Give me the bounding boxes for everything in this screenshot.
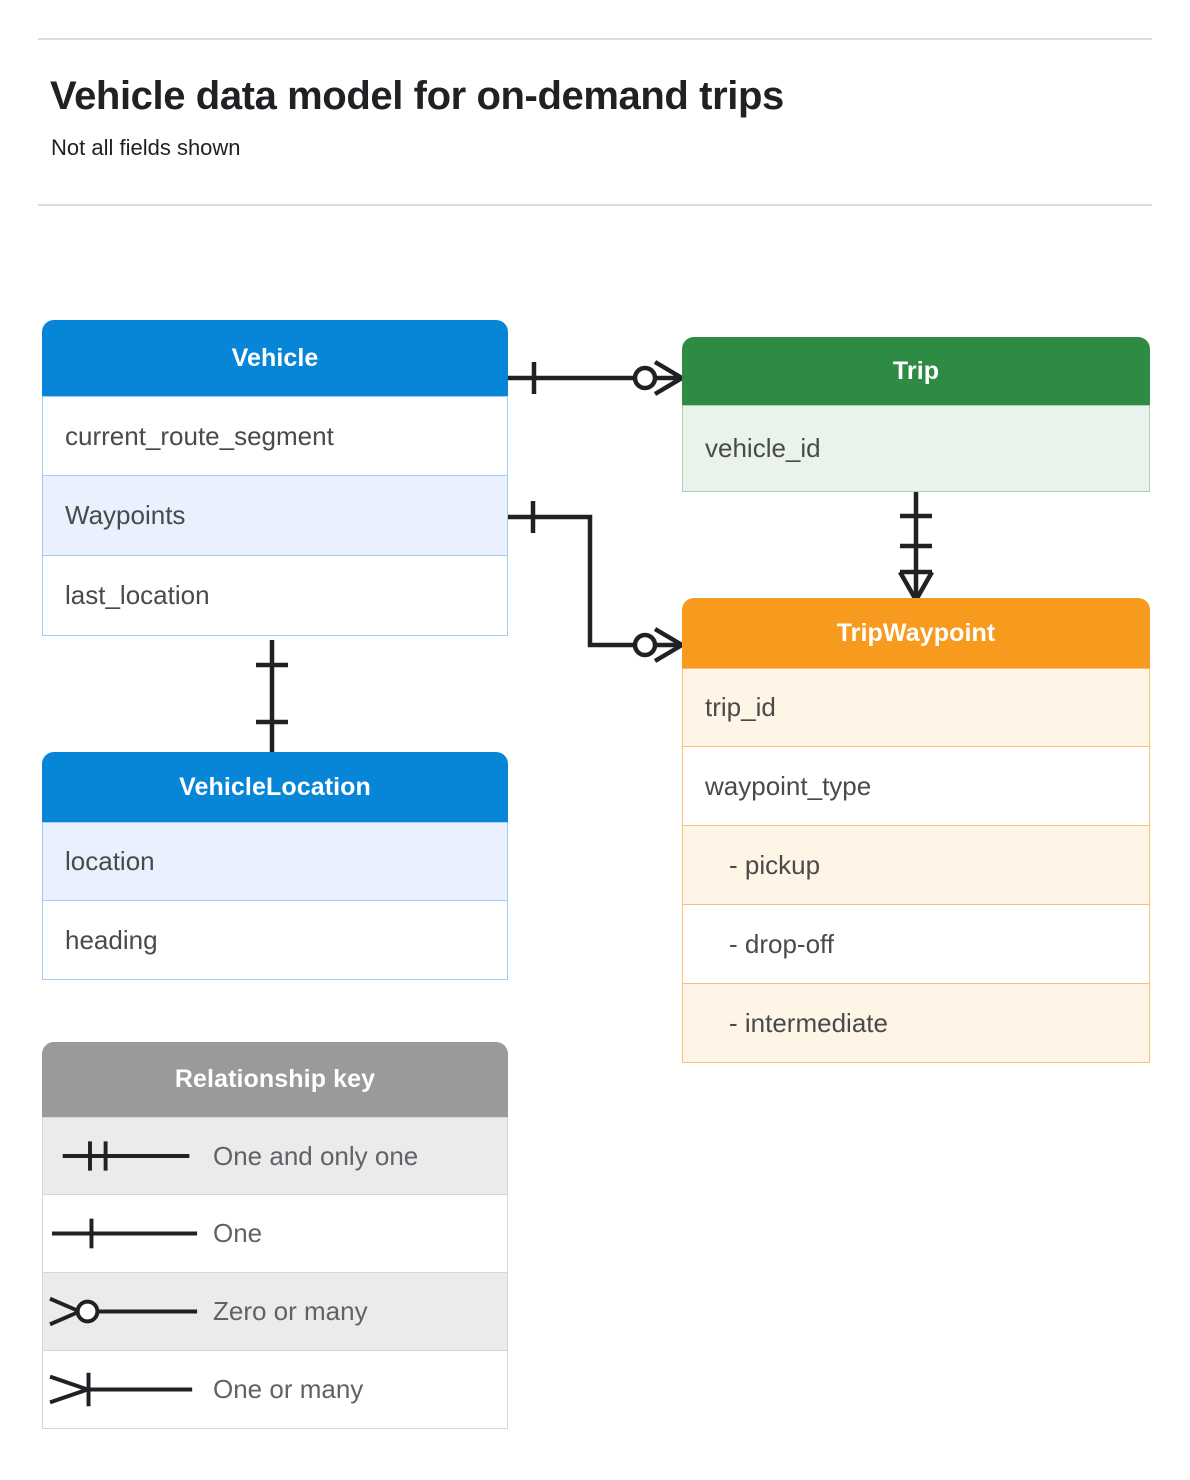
- entity-trip-waypoint[interactable]: TripWaypoint trip_id waypoint_type - pic…: [682, 598, 1150, 1063]
- entity-trip-title: Trip: [682, 337, 1150, 405]
- legend-label: One and only one: [213, 1140, 419, 1171]
- entity-vehicle-fields: current_route_segment Waypoints last_loc…: [42, 396, 508, 636]
- field-row[interactable]: - drop-off: [682, 905, 1150, 984]
- header-divider-bottom: [38, 204, 1152, 206]
- field-row[interactable]: location: [42, 822, 508, 901]
- field-row[interactable]: vehicle_id: [682, 405, 1150, 492]
- connector-vehicle-trip: [508, 360, 684, 396]
- entity-trip-waypoint-title: TripWaypoint: [682, 598, 1150, 668]
- one-and-only-one-icon: [62, 1141, 190, 1171]
- legend-label: One: [213, 1218, 263, 1248]
- entity-vehicle-location[interactable]: VehicleLocation location heading: [42, 752, 508, 980]
- entity-trip-fields: vehicle_id: [682, 405, 1150, 492]
- connector-vehicle-vehiclelocation: [256, 640, 288, 752]
- header-divider-top: [38, 38, 1152, 40]
- relationship-key-legend[interactable]: Relationship key One and only one: [42, 1042, 508, 1429]
- entity-trip-waypoint-fields: trip_id waypoint_type - pickup - drop-of…: [682, 668, 1150, 1063]
- entity-vehicle[interactable]: Vehicle current_route_segment Waypoints …: [42, 320, 508, 636]
- entity-trip[interactable]: Trip vehicle_id: [682, 337, 1150, 492]
- field-row[interactable]: last_location: [42, 556, 508, 636]
- legend-label: One or many: [213, 1374, 364, 1404]
- field-row[interactable]: - intermediate: [682, 984, 1150, 1063]
- legend-label: Zero or many: [213, 1296, 368, 1326]
- one-icon: [51, 1218, 198, 1249]
- entity-vehicle-location-fields: location heading: [42, 822, 508, 980]
- entity-vehicle-title: Vehicle: [42, 320, 508, 396]
- page-subtitle: Not all fields shown: [51, 135, 241, 160]
- legend-row-one[interactable]: One: [42, 1195, 508, 1273]
- field-row[interactable]: - pickup: [682, 826, 1150, 905]
- legend-rows: One and only one One: [42, 1117, 508, 1429]
- zero-or-many-icon: [49, 1296, 198, 1327]
- legend-title: Relationship key: [42, 1042, 508, 1117]
- connector-waypoints-tripwaypoint: [508, 501, 684, 663]
- field-row[interactable]: heading: [42, 901, 508, 980]
- one-or-many-icon: [49, 1372, 193, 1407]
- page-title: Vehicle data model for on-demand trips: [50, 74, 784, 118]
- field-row[interactable]: current_route_segment: [42, 396, 508, 476]
- legend-row-zero-or-many[interactable]: Zero or many: [42, 1273, 508, 1351]
- field-row[interactable]: waypoint_type: [682, 747, 1150, 826]
- entity-vehicle-location-title: VehicleLocation: [42, 752, 508, 822]
- field-row[interactable]: Waypoints: [42, 476, 508, 556]
- legend-row-one-and-only-one[interactable]: One and only one: [42, 1117, 508, 1195]
- connector-trip-tripwaypoint: [898, 492, 934, 602]
- legend-row-one-or-many[interactable]: One or many: [42, 1351, 508, 1429]
- field-row[interactable]: trip_id: [682, 668, 1150, 747]
